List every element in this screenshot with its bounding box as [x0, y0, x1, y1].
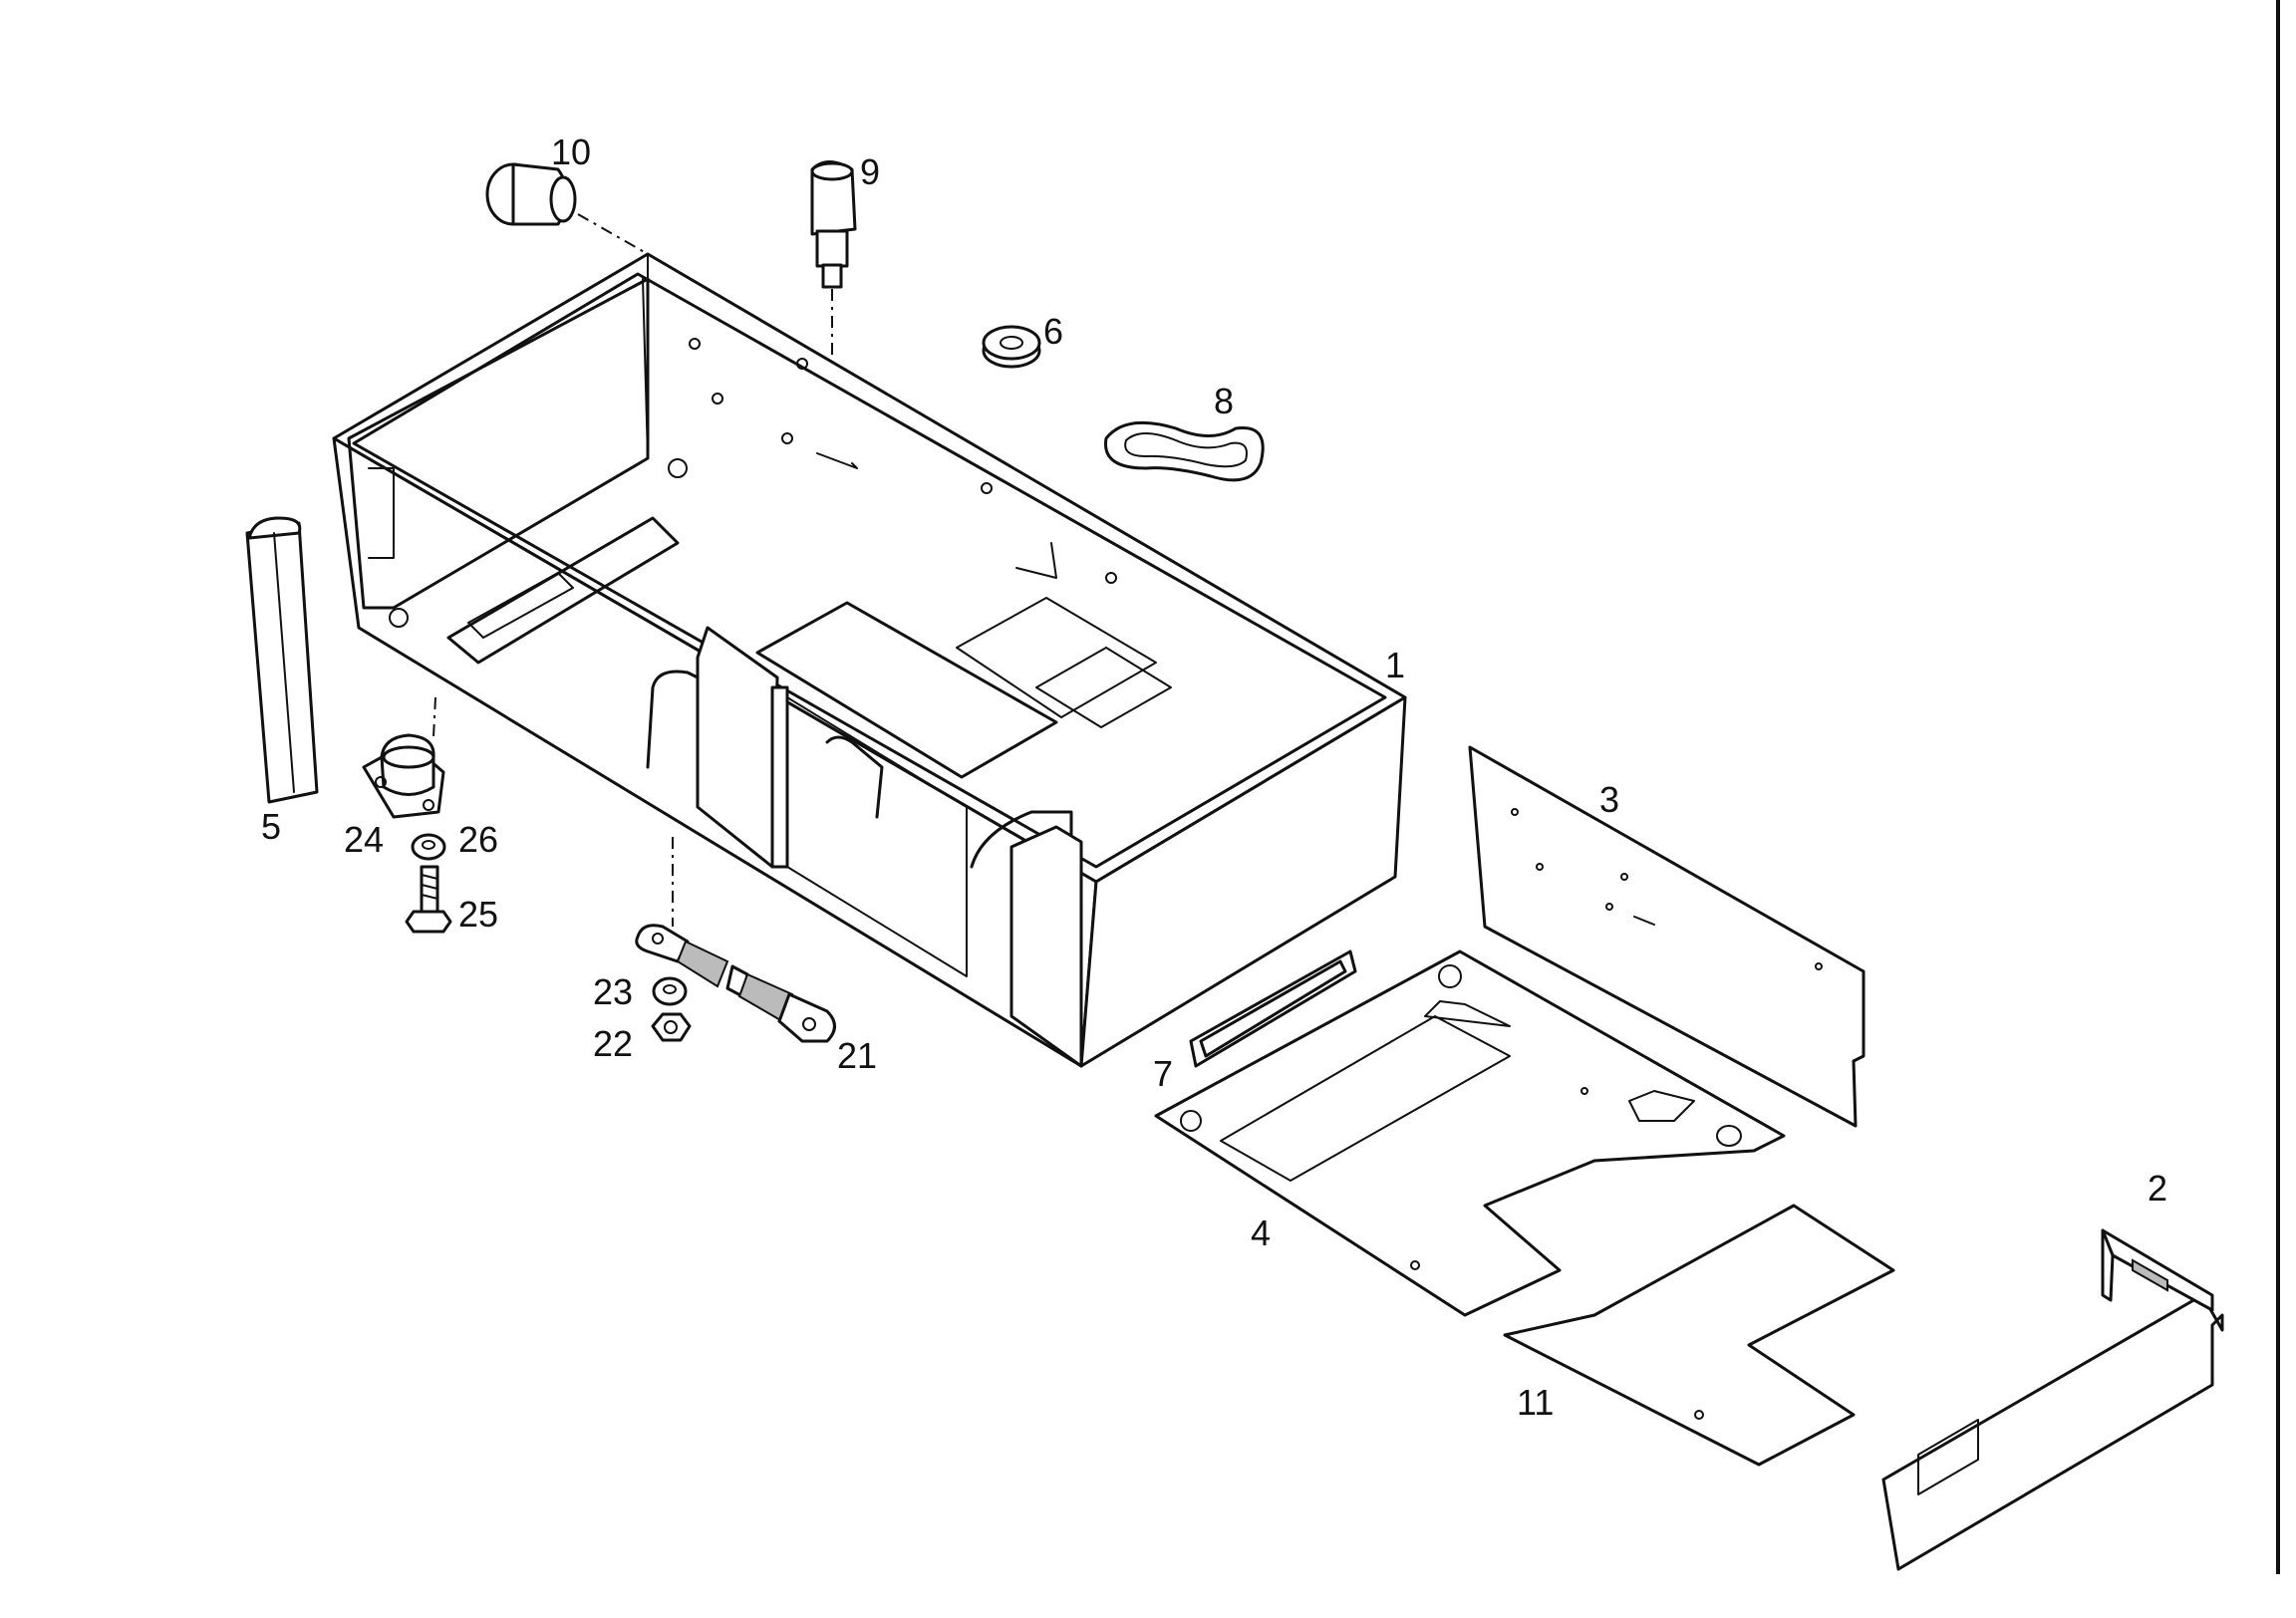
callout-8: 8 — [1214, 381, 1234, 421]
bolt-part-25 — [405, 865, 452, 934]
gasket-part-8 — [1104, 420, 1265, 482]
callout-25: 25 — [458, 894, 498, 935]
housing-tray-part-1 — [332, 252, 1407, 1068]
profile-strip-part-5 — [245, 516, 319, 804]
callout-2: 2 — [2148, 1168, 2167, 1209]
callout-6: 6 — [1043, 311, 1063, 352]
plug-part-10 — [485, 162, 649, 255]
washer-part-23 — [652, 976, 688, 1006]
washer-part-26 — [411, 833, 446, 861]
insulation-sheet-part-11 — [1503, 1204, 1895, 1467]
ground-strap-part-21 — [635, 837, 836, 1043]
callout-7: 7 — [1153, 1053, 1173, 1094]
callout-11: 11 — [1517, 1382, 1554, 1423]
cover-bracket-part-2 — [1881, 1228, 2224, 1571]
callout-9: 9 — [860, 151, 880, 192]
callout-24: 24 — [344, 819, 384, 860]
callout-5: 5 — [261, 806, 281, 847]
rubber-foot-part-24 — [362, 696, 445, 819]
nut-part-22 — [651, 1012, 692, 1042]
base-plate-part-4 — [1154, 949, 1786, 1317]
callout-labels: 1 2 3 4 5 6 7 8 9 10 11 21 22 23 24 25 2… — [261, 132, 2167, 1423]
callout-10: 10 — [551, 132, 591, 172]
callout-4: 4 — [1251, 1213, 1271, 1253]
callout-3: 3 — [1599, 779, 1619, 820]
callout-21: 21 — [837, 1035, 877, 1076]
side-panel-part-3 — [1468, 745, 1866, 1128]
rail-part-7 — [1189, 949, 1357, 1068]
callout-23: 23 — [593, 971, 633, 1012]
callout-1: 1 — [1385, 645, 1405, 685]
washer-part-6 — [982, 325, 1041, 369]
callout-22: 22 — [593, 1023, 633, 1064]
knob-part-9 — [810, 160, 857, 359]
callout-26: 26 — [458, 819, 498, 860]
